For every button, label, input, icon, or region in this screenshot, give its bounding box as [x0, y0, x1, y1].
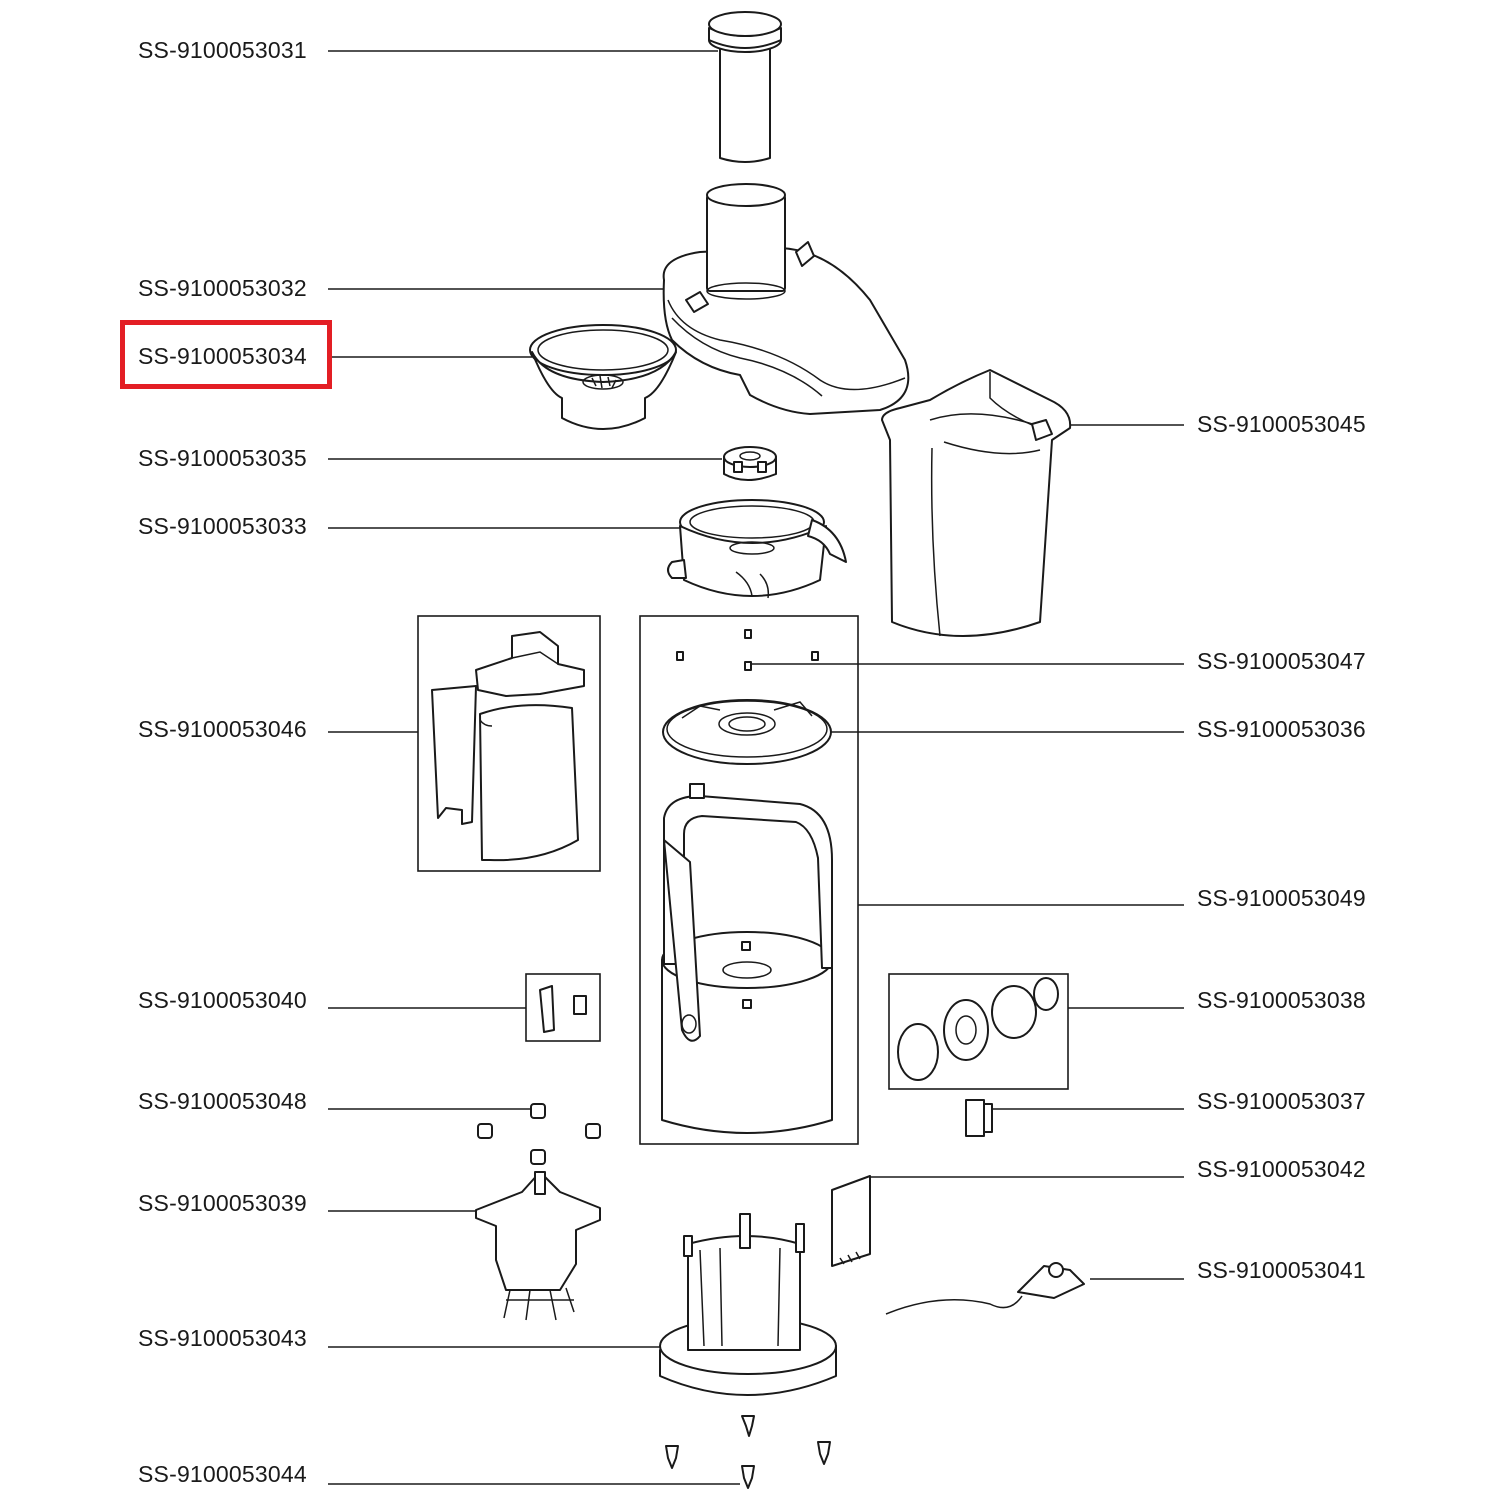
- part-label-3042[interactable]: SS-9100053042: [1197, 1156, 1366, 1182]
- part-label-3045[interactable]: SS-9100053045: [1197, 411, 1366, 437]
- leader-lines-left: [328, 50, 740, 1485]
- switch-part: [539, 985, 587, 1033]
- power-cord-part: [885, 1262, 1085, 1315]
- rubber-feet-part: [477, 1103, 601, 1165]
- assembly-box-3038: [888, 973, 1069, 1090]
- assembly-box-3046: [417, 615, 601, 872]
- part-label-3041[interactable]: SS-9100053041: [1197, 1257, 1366, 1283]
- screws-part: [665, 1415, 831, 1489]
- part-label-3038[interactable]: SS-9100053038: [1197, 987, 1366, 1013]
- part-label-3039[interactable]: SS-9100053039: [138, 1190, 307, 1216]
- lid-part: [662, 183, 910, 415]
- part-label-3040[interactable]: SS-9100053040: [138, 987, 307, 1013]
- motor-part: [475, 1171, 601, 1321]
- leader-lines-right: [752, 424, 1184, 1280]
- part-label-3043[interactable]: SS-9100053043: [138, 1325, 307, 1351]
- part-label-3046[interactable]: SS-9100053046: [138, 716, 307, 742]
- part-label-3047[interactable]: SS-9100053047: [1197, 648, 1366, 674]
- main-body-part: [661, 783, 833, 1134]
- part-label-3033[interactable]: SS-9100053033: [138, 513, 307, 539]
- part-label-3037[interactable]: SS-9100053037: [1197, 1088, 1366, 1114]
- assembly-box-3049: [639, 615, 859, 1145]
- part-label-3049[interactable]: SS-9100053049: [1197, 885, 1366, 911]
- juice-collector-part: [667, 499, 847, 599]
- base-plate-part: [662, 699, 832, 765]
- part-label-3036[interactable]: SS-9100053036: [1197, 716, 1366, 742]
- part-label-3031[interactable]: SS-9100053031: [138, 37, 307, 63]
- assembly-box-3040: [525, 973, 601, 1042]
- coupler-part: [723, 446, 777, 481]
- highlight-box: [120, 320, 332, 389]
- part-label-3044[interactable]: SS-9100053044: [138, 1461, 307, 1487]
- part-label-3035[interactable]: SS-9100053035: [138, 445, 307, 471]
- pulp-set-part: [431, 631, 585, 862]
- part-label-3048[interactable]: SS-9100053048: [138, 1088, 307, 1114]
- pulp-container-part: [881, 369, 1072, 637]
- part-label-3034[interactable]: SS-9100053034: [138, 343, 307, 369]
- pusher-part: [708, 11, 782, 163]
- part-label-3032[interactable]: SS-9100053032: [138, 275, 307, 301]
- switch-module-part: [965, 1099, 993, 1137]
- control-board-part: [831, 1175, 871, 1267]
- filter-basket-part: [529, 324, 677, 430]
- motor-base-part: [659, 1213, 837, 1396]
- speed-control-part: [897, 977, 1059, 1081]
- small-clips-part: [676, 629, 819, 671]
